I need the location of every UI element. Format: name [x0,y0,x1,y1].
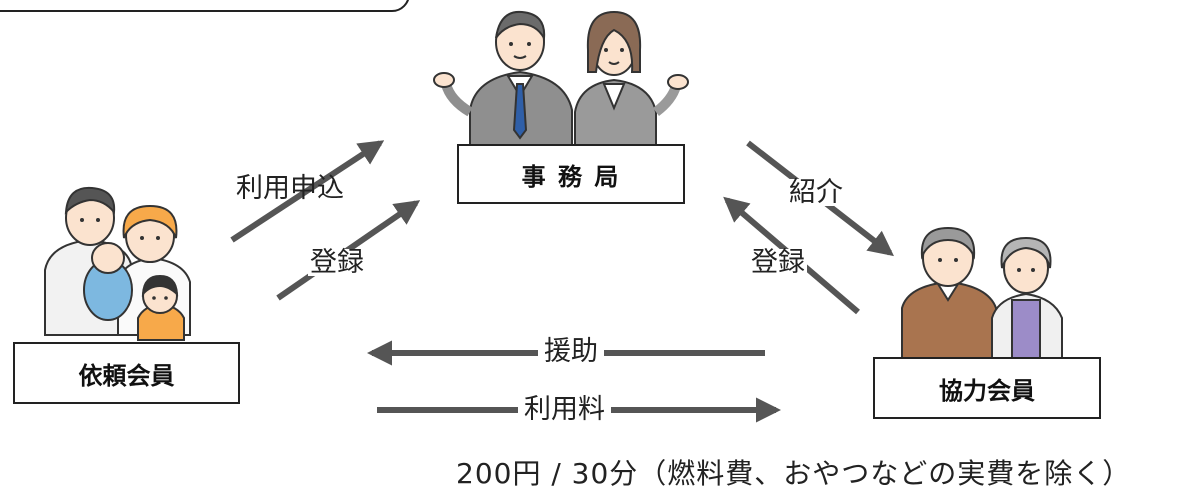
apply-arrow [230,140,385,243]
register-left-label: 登録 [308,247,366,278]
assistance-label: 援助 [538,338,604,365]
requesting-member-label: 依頼会員 [78,361,175,390]
office-box: 事 務 局 [457,144,685,204]
office-staff-illustration [433,10,689,151]
apply-label: 利用申込 [236,173,344,204]
introduce-label: 紹介 [787,177,845,208]
register-right-label: 登録 [749,247,807,278]
cooperating-member-label: 協力会員 [939,376,1035,405]
fee-note: 200円 / 30分（燃料費、おやつなどの実費を除く） [456,457,1132,490]
office-label: 事 務 局 [521,162,621,191]
usage-fee-label: 利用料 [518,396,611,423]
requesting-member-box: 依頼会員 [13,342,240,404]
cooperating-member-box: 協力会員 [873,357,1101,419]
family-illustration [44,186,191,341]
seniors-illustration [901,226,1063,361]
